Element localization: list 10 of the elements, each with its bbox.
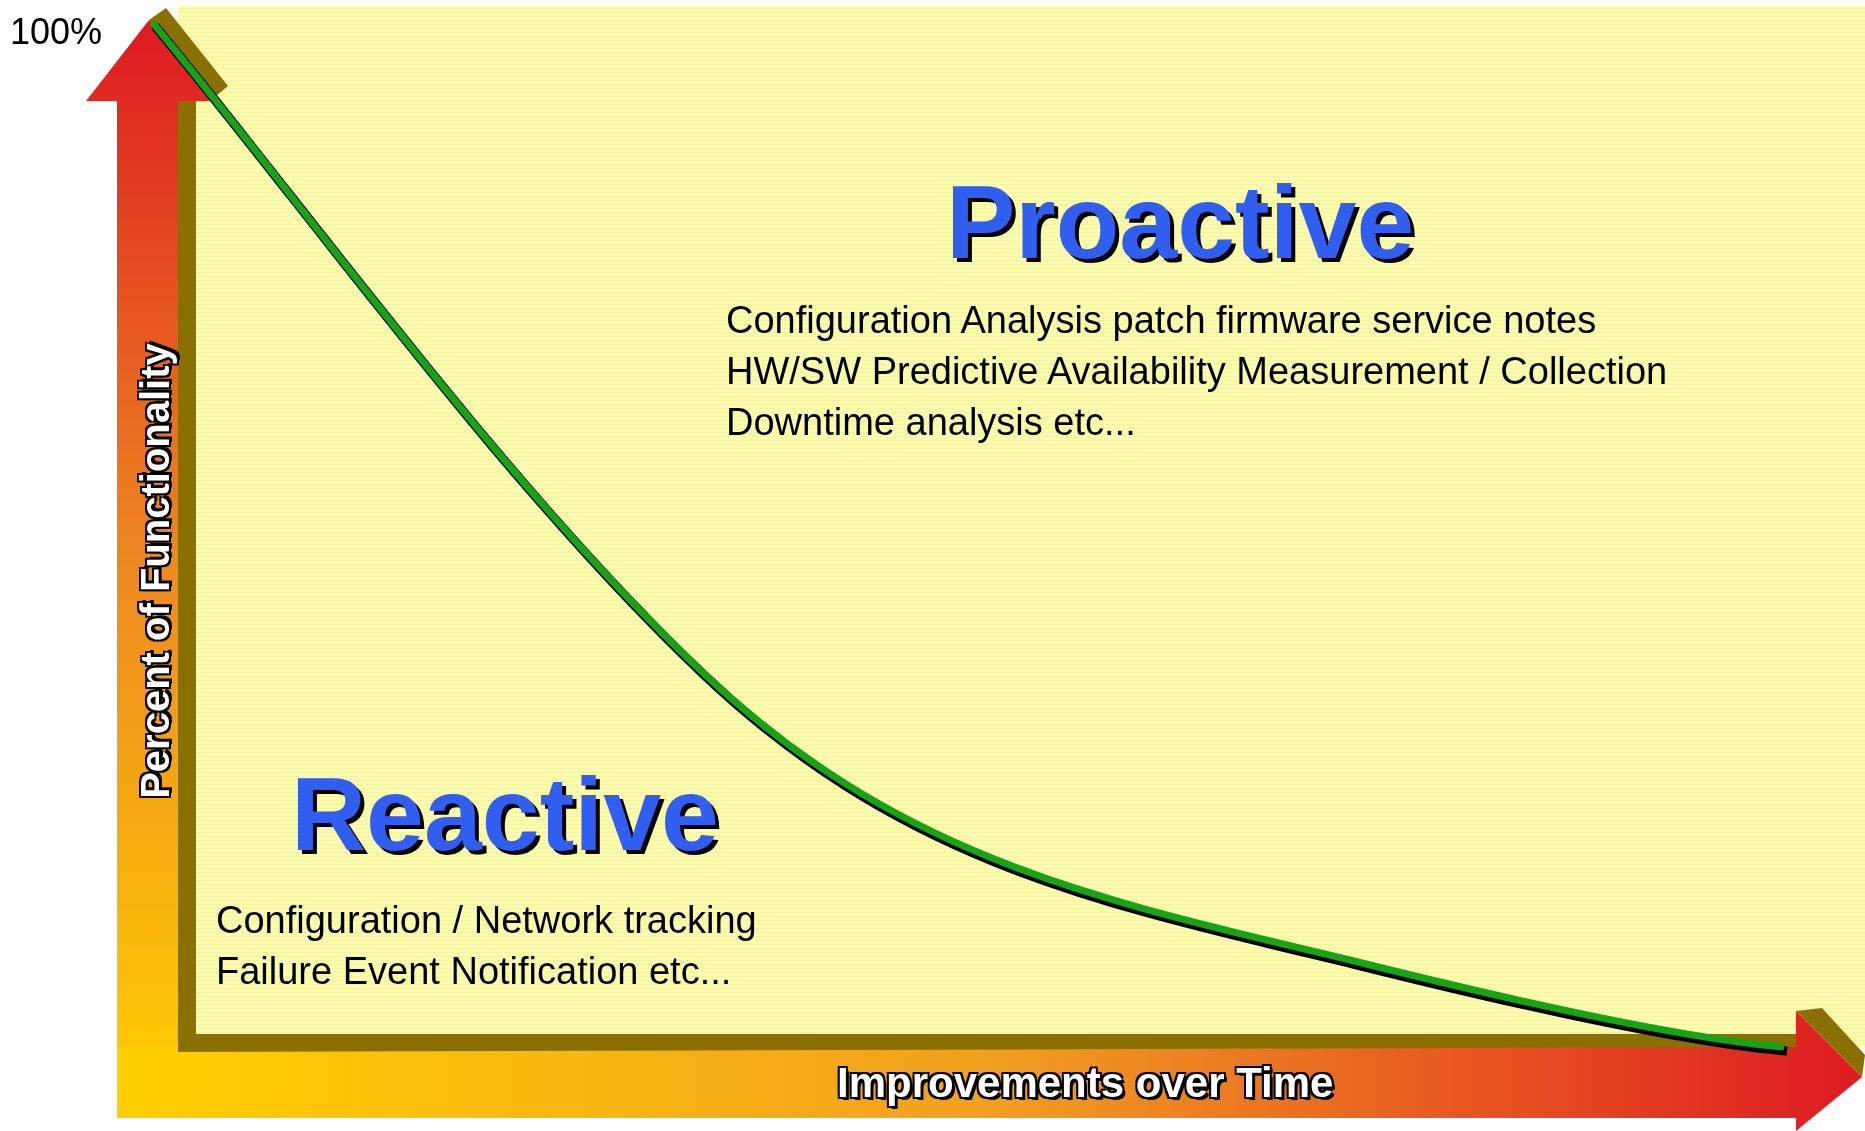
region-heading: Proactive — [946, 165, 1415, 280]
x-axis-title: Improvements over Time — [837, 1060, 1334, 1107]
description-text: Failure Event Notification etc... — [216, 951, 732, 993]
y-axis-title: Percent of Functionality — [132, 343, 177, 799]
region-heading: Reactive — [291, 757, 719, 872]
description-text: Downtime analysis etc... — [726, 402, 1136, 444]
axis-tick-label: 100% — [10, 12, 103, 52]
description-text: HW/SW Predictive Availability Measurement / Collection — [726, 351, 1668, 393]
description-text: Configuration Analysis patch firmware service notes — [726, 300, 1597, 342]
description-text: Configuration / Network tracking — [216, 900, 757, 942]
